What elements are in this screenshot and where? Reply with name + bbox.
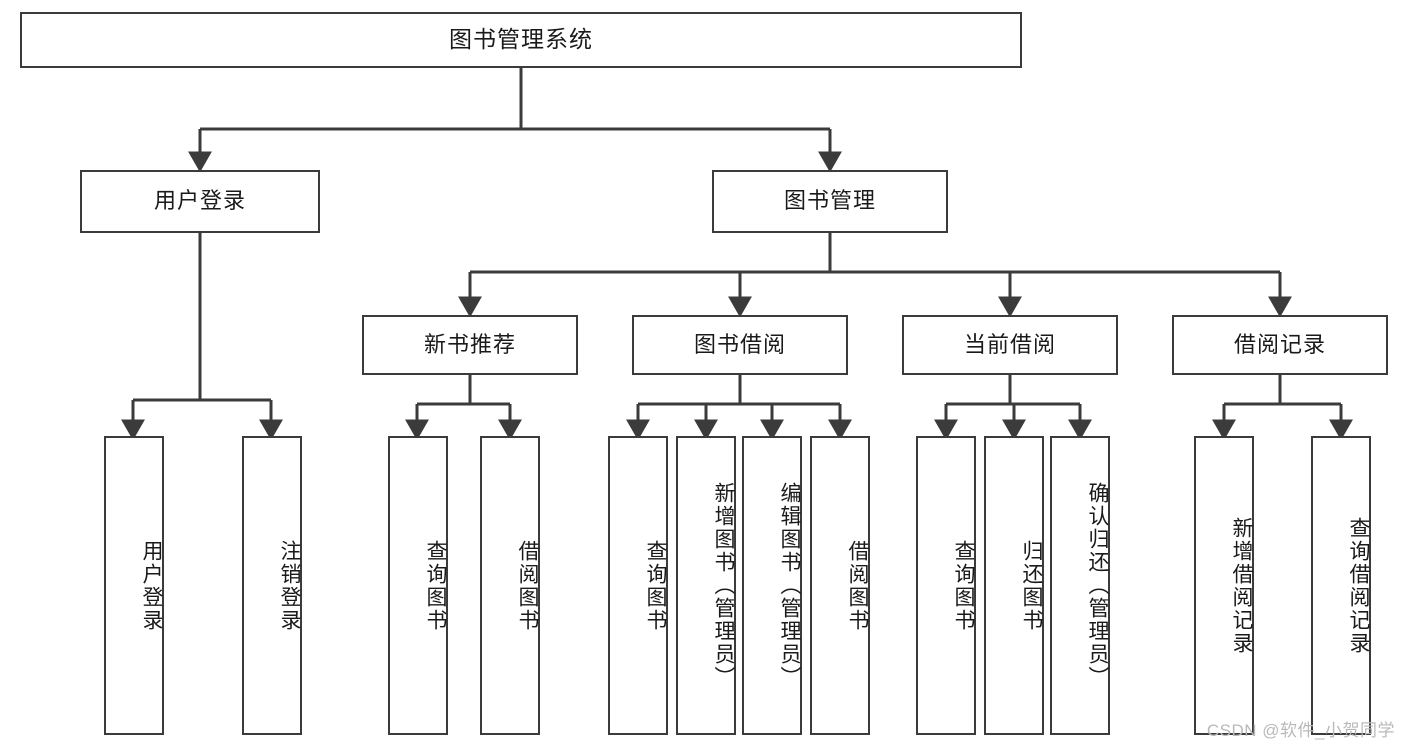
leaf-current-confirm-return-admin[interactable]: 确认归还（管理员） [1050, 436, 1110, 735]
node-label: 当前借阅 [963, 331, 1056, 357]
node-label: 借阅图书 [846, 539, 869, 632]
node-current-borrow[interactable]: 当前借阅 [902, 315, 1118, 375]
leaf-record-add-record[interactable]: 新增借阅记录 [1194, 436, 1254, 735]
node-label: 借阅图书 [516, 539, 539, 632]
node-label: 用户登录 [140, 539, 163, 632]
leaf-borrow-edit-book-admin[interactable]: 编辑图书（管理员） [742, 436, 802, 735]
node-label: 图书管理 [783, 188, 876, 214]
leaf-user-login-logout[interactable]: 注销登录 [242, 436, 302, 735]
node-borrow-record[interactable]: 借阅记录 [1172, 315, 1388, 375]
node-label: 编辑图书（管理员） [778, 482, 801, 689]
node-label: 新增借阅记录 [1230, 516, 1253, 655]
node-root-system[interactable]: 图书管理系统 [20, 12, 1022, 68]
node-label: 查询借阅记录 [1347, 516, 1370, 655]
node-label: 确认归还（管理员） [1086, 482, 1109, 689]
node-new-book-recommend[interactable]: 新书推荐 [362, 315, 578, 375]
leaf-current-return-book[interactable]: 归还图书 [984, 436, 1044, 735]
node-label: 查询图书 [644, 539, 667, 632]
leaf-recommend-query-book[interactable]: 查询图书 [388, 436, 448, 735]
leaf-borrow-add-book-admin[interactable]: 新增图书（管理员） [676, 436, 736, 735]
node-label: 新书推荐 [423, 331, 516, 357]
node-label: 注销登录 [278, 539, 301, 632]
node-label: 借阅记录 [1233, 331, 1326, 357]
leaf-borrow-query-book[interactable]: 查询图书 [608, 436, 668, 735]
node-label: 归还图书 [1020, 539, 1043, 632]
leaf-recommend-borrow-book[interactable]: 借阅图书 [480, 436, 540, 735]
node-label: 查询图书 [424, 539, 447, 632]
leaf-borrow-borrow-book[interactable]: 借阅图书 [810, 436, 870, 735]
node-label: 图书借阅 [693, 331, 786, 357]
leaf-user-login-login[interactable]: 用户登录 [104, 436, 164, 735]
node-book-borrow[interactable]: 图书借阅 [632, 315, 848, 375]
node-label: 查询图书 [952, 539, 975, 632]
node-label: 图书管理系统 [449, 26, 593, 53]
leaf-current-query-book[interactable]: 查询图书 [916, 436, 976, 735]
leaf-record-query-record[interactable]: 查询借阅记录 [1311, 436, 1371, 735]
node-user-login[interactable]: 用户登录 [80, 170, 320, 233]
node-book-management[interactable]: 图书管理 [712, 170, 948, 233]
watermark: CSDN @软件_小贺同学 [1206, 721, 1395, 740]
node-label: 新增图书（管理员） [712, 482, 735, 689]
node-label: 用户登录 [153, 188, 246, 214]
